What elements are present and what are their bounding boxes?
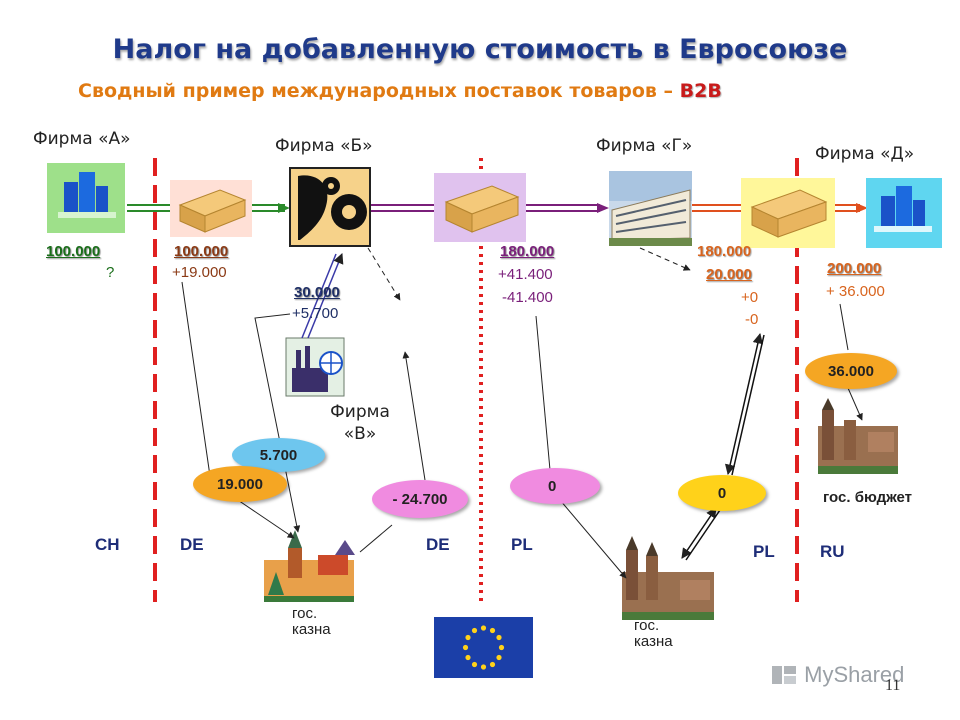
treasury-pl-icon (622, 536, 714, 620)
tax-bubble-0-g: 0 (678, 475, 766, 511)
subtitle-text: Сводный пример международных поставок то… (78, 80, 680, 102)
tax-bubble-0-pl: 0 (510, 468, 600, 504)
treasury-de-label: гос. казна (292, 605, 331, 638)
treasury-pl-label: гос. казна (634, 617, 673, 650)
firm-b-label: Фирма «Б» (275, 136, 373, 156)
firm-v-vat: +5.700 (292, 305, 339, 322)
eu-flag-icon (434, 617, 533, 678)
arrow-g-dashed (639, 247, 691, 271)
goods1-price: 100.000 (174, 243, 229, 260)
arrow-b-dashed (367, 247, 401, 301)
firm-g-label: Фирма «Г» (596, 136, 693, 156)
goods-box-2-icon (434, 173, 526, 242)
watermark-logo-icon (772, 666, 796, 684)
country-pl-right: PL (753, 542, 775, 561)
arrow-d-vat-to-b6 (839, 303, 849, 351)
goods2-price: 180.000 (500, 243, 555, 260)
country-de-right: DE (426, 535, 450, 554)
arrow-double-treasury-pl (681, 507, 721, 561)
firm-g-building-icon (609, 171, 692, 246)
firm-a-building-icon (47, 163, 125, 233)
arrow-v-to-b (301, 253, 344, 339)
arrow-b6-to-budget (847, 387, 863, 421)
firm-g-vat-plus: +0 (741, 289, 759, 306)
goods2-vat-plus: +41.400 (498, 266, 553, 283)
subtitle-b2b: B2B (679, 80, 722, 102)
watermark: MyShared (772, 662, 904, 688)
tax-bubble-36000: 36.000 (805, 353, 897, 389)
page-number: 11 (885, 677, 901, 694)
watermark-text: MyShared (804, 662, 905, 687)
goods-box-3-icon (741, 178, 835, 248)
firm-v-factory-icon (285, 337, 345, 397)
firm-g-vat-minus: -0 (745, 311, 759, 328)
arrow-b3-up (402, 351, 426, 481)
country-ch: CH (95, 535, 120, 554)
firm-a-vat: ? (106, 264, 115, 281)
arrow-g-minus-to-b4 (535, 315, 551, 471)
firm-d-label: Фирма «Д» (815, 144, 915, 164)
goods2-vat-minus: -41.400 (502, 289, 553, 306)
page-subtitle: Сводный пример международных поставок то… (78, 80, 722, 102)
arrow-b4-to-treasury-pl (559, 499, 627, 579)
treasury-de-icon (264, 530, 355, 602)
firm-g-extra: 20.000 (706, 266, 752, 283)
arrow-double-g-vat (724, 332, 765, 476)
arrow-a-vat-to-treasury (181, 281, 211, 477)
budget-ru-icon (818, 398, 898, 474)
firm-v-label: Фирма «В» (330, 402, 390, 444)
firm-d-price: 200.000 (827, 260, 882, 277)
firm-a-price: 100.000 (46, 243, 101, 260)
firm-a-label: Фирма «А» (33, 129, 131, 149)
firm-v-price: 30.000 (294, 284, 340, 301)
page-title: Налог на добавленную стоимость в Евросою… (112, 34, 848, 65)
tax-bubble-19000: 19.000 (193, 466, 287, 502)
budget-ru-label: гос. бюджет (823, 489, 913, 506)
firm-d-vat: + 36.000 (826, 283, 885, 300)
country-ru: RU (820, 542, 845, 561)
firm-g-price: 180.000 (697, 243, 752, 260)
arrow-treasury-to-b3 (359, 524, 393, 553)
tax-bubble-minus-24700: - 24.700 (372, 480, 468, 518)
firm-d-building-icon (866, 178, 942, 248)
firm-b-gears-icon (289, 167, 371, 247)
country-de-left: DE (180, 535, 204, 554)
goods-box-1-icon (170, 180, 252, 237)
goods1-vat: +19.000 (172, 264, 227, 281)
country-pl-left: PL (511, 535, 533, 554)
